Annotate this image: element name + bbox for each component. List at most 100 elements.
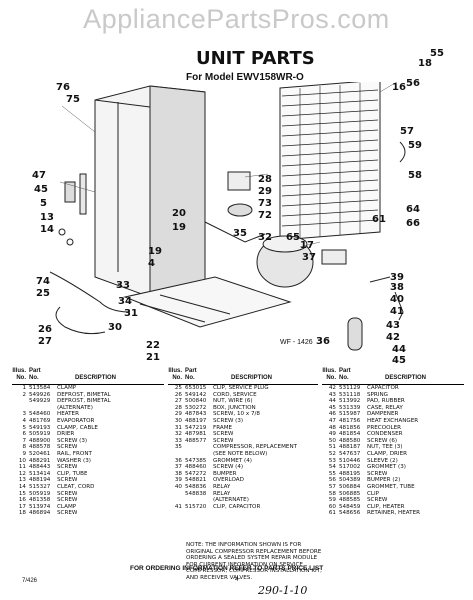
callout-20: 20 <box>172 208 186 219</box>
illus-number: 46 <box>328 411 336 418</box>
illus-number: 41 <box>174 503 182 510</box>
part-number: 548821 <box>185 477 207 484</box>
callout-74: 74 <box>36 276 50 287</box>
illus-number: 9 <box>22 450 26 457</box>
part-description: SCREW <box>57 510 78 517</box>
callout-56: 56 <box>406 78 420 89</box>
part-description: SCREW <box>367 497 388 504</box>
form-code: 7/426 <box>22 578 38 584</box>
part-description: BUMPER (2) <box>367 477 401 484</box>
part-description: RELAY <box>213 490 231 497</box>
part-number: 488585 <box>339 497 361 504</box>
callout-33: 33 <box>116 280 130 291</box>
part-description: CORD, SERVICE <box>213 391 257 398</box>
callout-34: 34 <box>118 296 132 307</box>
part-number: 513992 <box>339 398 361 405</box>
part-description: CASE, RELAY <box>367 404 403 411</box>
part-description: (SEE NOTE BELOW) <box>213 450 268 457</box>
illus-number: 58 <box>328 490 336 497</box>
callout-45: 45 <box>34 184 48 195</box>
part-description: DEFROST, BIMETAL <box>57 391 111 398</box>
callout-25: 25 <box>36 288 50 299</box>
part-description: PAD, RUBBER <box>367 398 405 405</box>
part-number: 517002 <box>339 464 361 471</box>
table-header: Illus.Part No.No.DESCRIPTION <box>12 368 117 381</box>
diagram-reference: WF - 1426 <box>280 339 313 346</box>
part-description: BOX, JUNCTION <box>213 404 256 411</box>
part-description: CLIP, HEATER <box>367 503 405 510</box>
illus-number: 15 <box>18 490 26 497</box>
exploded-parts-diagram: 55 18 56 16 76 75 57 59 58 47 45 5 13 14… <box>0 48 473 366</box>
table-header: Illus.Part No.No.DESCRIPTION <box>322 368 427 381</box>
callout-31: 31 <box>124 308 138 319</box>
model-subtitle: For Model EWV158WR-O <box>186 72 304 83</box>
callout-40: 40 <box>390 294 404 305</box>
illus-number: 44 <box>328 398 336 405</box>
part-description: CLAMP <box>57 503 77 510</box>
illus-number: 4 <box>22 417 26 424</box>
illus-number: 26 <box>174 391 182 398</box>
illus-number: 48 <box>328 424 336 431</box>
part-number: 488291 <box>29 457 51 464</box>
part-description: WASHER (3) <box>57 457 91 464</box>
illus-number: 60 <box>328 503 336 510</box>
callout-61: 61 <box>372 214 386 225</box>
part-number: 513414 <box>29 470 51 477</box>
part-number: 515987 <box>339 411 361 418</box>
callout-13: 13 <box>40 212 54 223</box>
callout-36: 36 <box>316 336 330 347</box>
part-description: CAPACITOR <box>367 385 399 391</box>
part-number: 549142 <box>185 391 207 398</box>
callout-32: 32 <box>258 232 272 243</box>
illus-number <box>168 451 185 458</box>
part-description: SCREW <box>57 444 78 451</box>
part-description: DAMPENER <box>367 411 399 418</box>
part-number: 548459 <box>339 503 361 510</box>
part-number: 481769 <box>29 417 51 424</box>
part-number <box>185 451 213 458</box>
part-description: SCREW, 10 x 7/8 <box>213 411 260 418</box>
part-number: 506885 <box>339 490 361 497</box>
illus-number: 1 <box>22 385 26 391</box>
part-description: SCREW <box>57 497 78 504</box>
illus-number: 39 <box>174 477 182 484</box>
part-description: EVAPORATOR <box>57 417 95 424</box>
part-number: 549193 <box>29 424 51 431</box>
part-description: SCREW <box>57 490 78 497</box>
page-number: 4 <box>235 577 239 583</box>
callout-30: 30 <box>108 322 122 333</box>
callout-42: 42 <box>386 332 400 343</box>
part-number: 488900 <box>29 437 51 444</box>
illus-number: 13 <box>18 477 26 484</box>
part-number: 547219 <box>185 424 207 431</box>
illus-number: 8 <box>22 444 26 451</box>
